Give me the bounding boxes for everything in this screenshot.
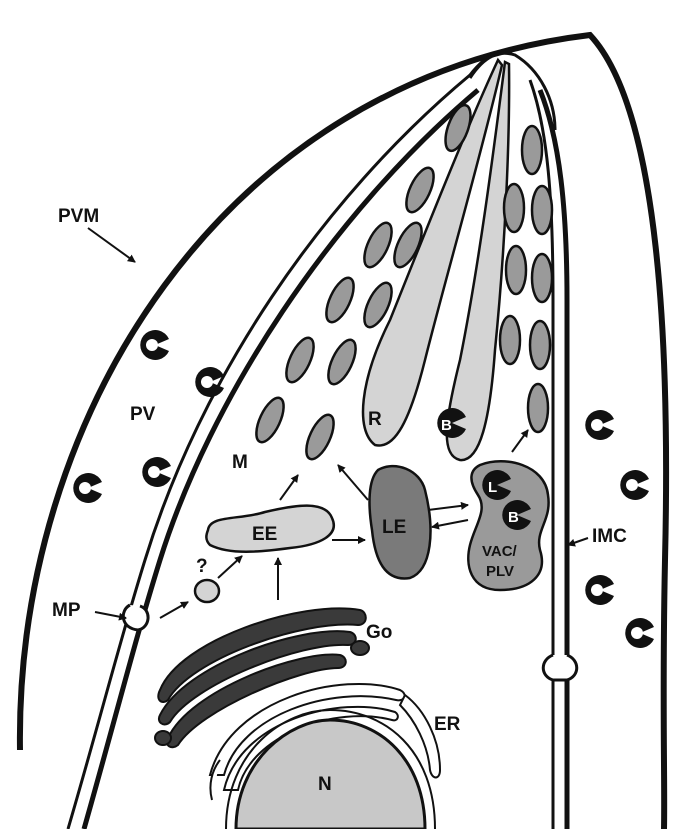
label-b-vac: B — [508, 509, 519, 526]
micropore-right — [543, 655, 577, 680]
label-ee: EE — [252, 524, 277, 545]
label-le: LE — [382, 517, 406, 538]
label-mp: MP — [52, 600, 81, 621]
label-vac: VAC/ — [482, 543, 518, 560]
label-m: M — [232, 452, 248, 473]
label-question: ? — [196, 556, 208, 577]
label-go: Go — [366, 622, 392, 643]
label-n: N — [318, 774, 332, 795]
dense-granule-cores — [79, 339, 643, 639]
label-b-rhoptry: B — [441, 417, 452, 434]
label-er: ER — [434, 714, 461, 735]
unknown-vesicle — [195, 580, 219, 602]
label-pvm: PVM — [58, 206, 99, 227]
micropore — [123, 605, 148, 630]
label-imc: IMC — [592, 526, 627, 547]
label-plv: PLV — [486, 563, 514, 580]
label-pv: PV — [130, 404, 156, 425]
label-l: L — [488, 479, 497, 496]
label-r: R — [368, 409, 382, 430]
